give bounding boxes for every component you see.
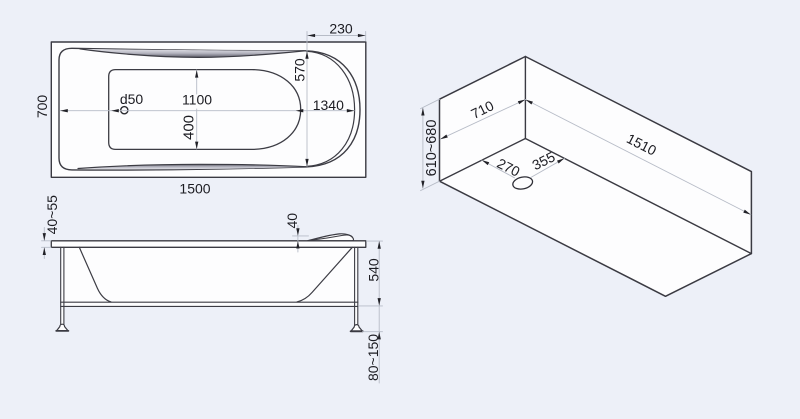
svg-text:40~55: 40~55 — [44, 195, 60, 235]
svg-text:80~150: 80~150 — [365, 334, 381, 381]
svg-text:1500: 1500 — [179, 180, 210, 196]
svg-text:40: 40 — [284, 213, 300, 229]
svg-text:d50: d50 — [120, 91, 144, 107]
svg-text:1100: 1100 — [182, 92, 212, 108]
svg-text:540: 540 — [366, 258, 382, 282]
svg-text:700: 700 — [34, 95, 50, 119]
svg-text:610~680: 610~680 — [424, 120, 440, 177]
svg-text:230: 230 — [329, 20, 353, 36]
svg-text:400: 400 — [181, 115, 198, 140]
svg-text:1340: 1340 — [313, 97, 344, 113]
svg-text:570: 570 — [292, 58, 308, 82]
